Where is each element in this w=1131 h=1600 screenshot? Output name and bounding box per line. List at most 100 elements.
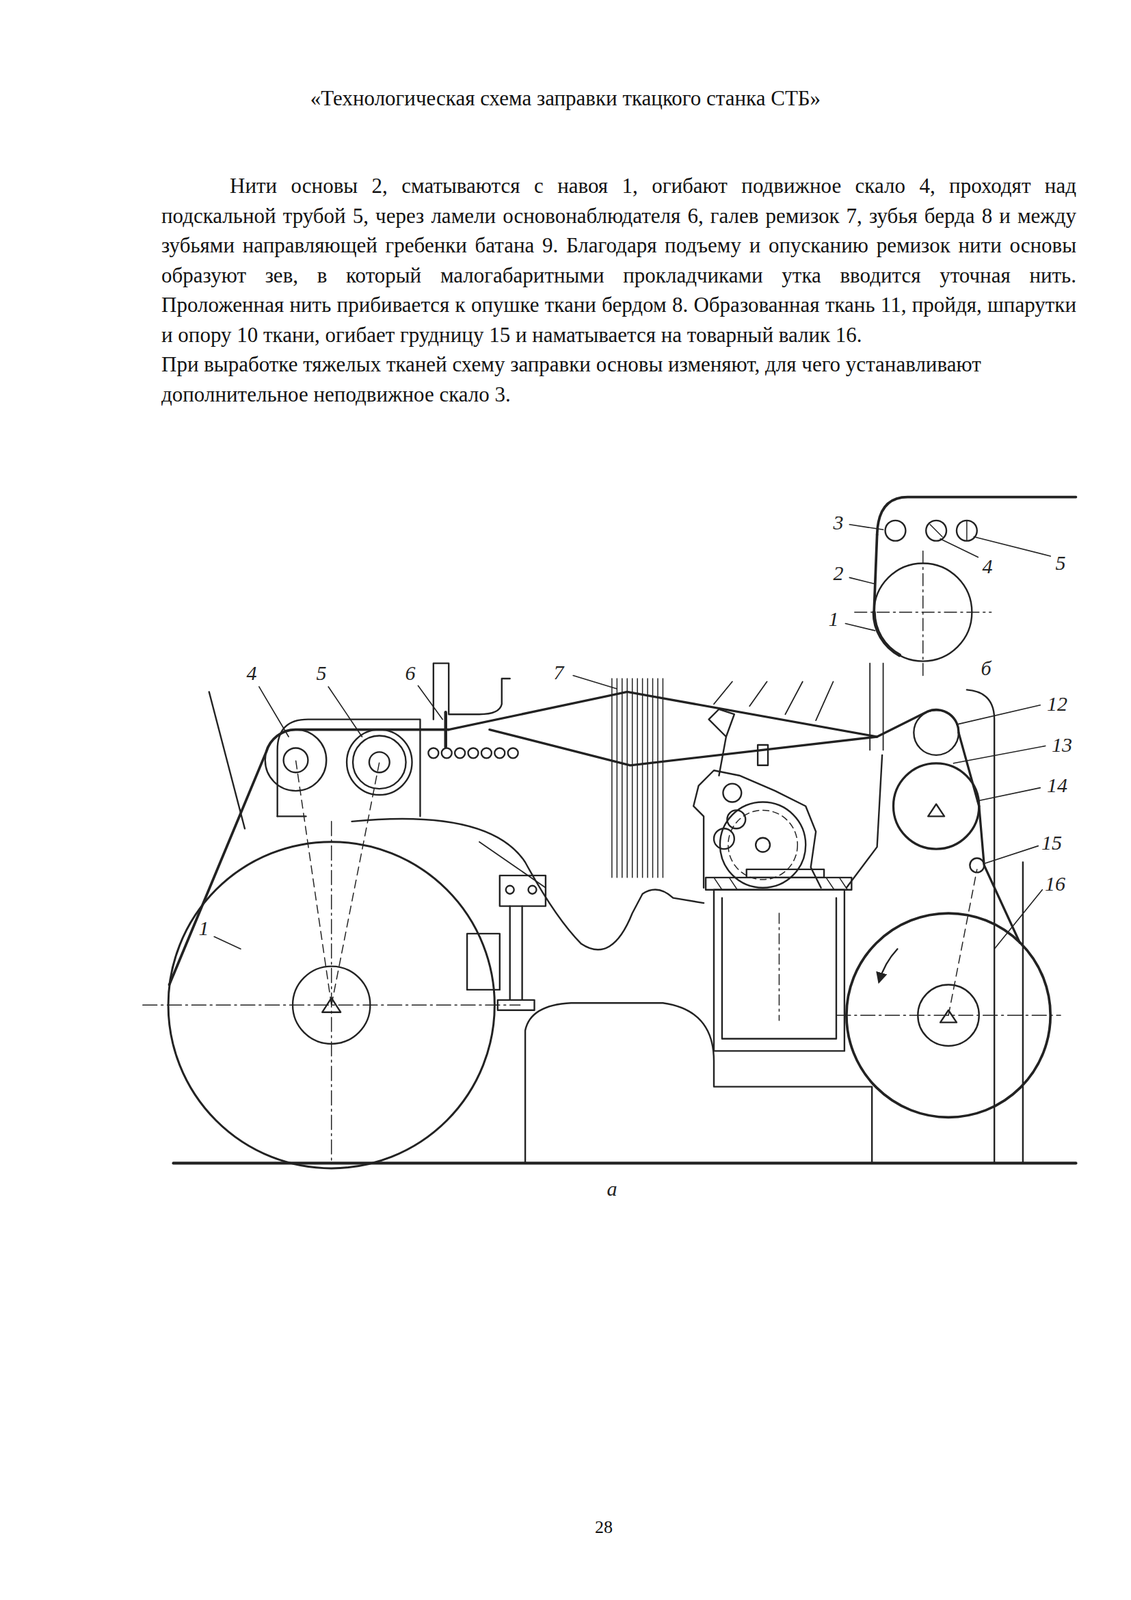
warp-beam-part: [331, 761, 380, 1005]
inset-drawing-part: [925, 520, 947, 541]
frame-parts-part: [510, 906, 523, 1000]
drop-wires-part: [494, 747, 505, 758]
take-up-rollers-part: [879, 948, 898, 982]
leader-line-part: [849, 524, 883, 530]
callout-number: 12: [1046, 692, 1068, 715]
frame-parts-part: [497, 999, 535, 1010]
leader-line-part: [956, 704, 1041, 725]
leader-line-part: [417, 685, 443, 719]
batan-mechanism: [693, 681, 833, 887]
drop-wires-part: [508, 747, 519, 758]
leader-line-part: [985, 845, 1039, 863]
machine-frame-part: [352, 818, 705, 950]
frame-parts-part: [746, 869, 824, 878]
callout-number: 5: [1055, 551, 1067, 574]
warp-beam-part: [330, 821, 332, 1164]
heald-frames-part: [611, 678, 664, 878]
batan-mechanism-part: [713, 681, 733, 704]
callout-number: 13: [1051, 733, 1073, 756]
machine-frame-part: [173, 1161, 1077, 1164]
leader-line-part: [573, 675, 617, 689]
batan-mechanism-part: [718, 736, 726, 776]
leader-line-part: [940, 538, 978, 558]
take-up-rollers-part: [948, 869, 978, 1015]
inset-drawing-part: [873, 534, 877, 612]
callout-number: 14: [1046, 774, 1068, 796]
frame-parts-part: [722, 897, 837, 1039]
batan-mechanism-part: [722, 783, 742, 803]
frame-parts-part: [467, 933, 500, 990]
drop-wires-part: [468, 747, 479, 758]
leader-line-part: [845, 622, 875, 630]
inset-drawing-part: [929, 524, 943, 537]
batan-mechanism-part: [815, 681, 833, 721]
warp-beam-part: [169, 729, 450, 985]
inset-drawing-part: [873, 611, 900, 656]
machine-frame-part: [846, 754, 883, 888]
inset-drawing-part: [922, 551, 924, 676]
callout-number: 1: [828, 607, 840, 630]
drop-wires-part: [454, 747, 465, 758]
batan-mechanism-part: [755, 837, 770, 853]
frame-parts-part: [713, 877, 848, 890]
take-up-rollers-part: [979, 805, 1021, 943]
page-title: «Технологическая схема заправки ткацкого…: [0, 84, 1131, 113]
batan-mechanism-part: [784, 681, 803, 714]
batan-mechanism-part: [726, 809, 746, 829]
machine-frame-part: [277, 719, 421, 817]
warp-beam-part: [209, 691, 245, 829]
leader-line-part: [994, 889, 1043, 950]
callout-number: 1: [198, 916, 210, 939]
batan-mechanism-part: [749, 681, 767, 706]
frame-parts-part: [705, 877, 852, 890]
drop-wires-part: [444, 711, 448, 747]
view-letter: а: [607, 1177, 618, 1200]
take-up-rollers: [836, 709, 1061, 1117]
leader-line-part: [259, 686, 289, 737]
take-up-rollers-part: [913, 709, 959, 755]
batan-mechanism-part: [713, 828, 735, 849]
batan-mechanism-part: [709, 709, 735, 737]
warp-beam-part: [296, 759, 332, 1005]
machine-frame-part: [1022, 861, 1024, 1163]
frame-parts-part: [479, 841, 546, 888]
inset-drawing-part: [966, 520, 967, 541]
machine-frame-part: [525, 1002, 872, 1163]
warp-beam-part: [352, 735, 407, 790]
warp-beam-part: [283, 747, 309, 773]
machine-frame-part: [966, 689, 995, 1163]
callout-number: 2: [833, 562, 844, 584]
callout-number: 5: [316, 661, 327, 684]
leader-line-part: [977, 787, 1041, 801]
warp-beam: [142, 691, 521, 1168]
callout-number: 4: [982, 555, 993, 578]
machine-frame: [173, 663, 1077, 1164]
take-up-rollers-part: [927, 803, 945, 816]
heald-frames-part: [448, 691, 959, 737]
body-paragraph: Нити основы 2, сматываются с навоя 1, ог…: [161, 170, 1077, 350]
leader-line-part: [214, 936, 241, 949]
take-up-rollers-part: [836, 1014, 1061, 1015]
frame-parts-part: [778, 912, 780, 1021]
inset-drawing: [854, 497, 1077, 676]
take-up-rollers-part: [893, 763, 979, 849]
take-up-rollers-part: [958, 732, 980, 806]
leader-line-part: [328, 686, 362, 737]
machine-frame-part: [277, 815, 307, 817]
inset-drawing-part: [956, 520, 978, 541]
take-up-rollers-part: [940, 1009, 957, 1023]
leader-line-part: [953, 745, 1045, 763]
warp-beam-part: [369, 751, 390, 773]
drop-wires-part: [428, 747, 439, 758]
heald-frames-part: [489, 729, 878, 766]
callout-number: 7: [553, 661, 565, 684]
view-letter: б: [980, 657, 991, 680]
frame-parts-part: [713, 889, 845, 1051]
page-number: 28: [594, 1516, 613, 1538]
frame-parts-part: [499, 875, 546, 907]
callout-number: 3: [833, 511, 844, 534]
inset-drawing-part: [885, 520, 907, 541]
callout-number: 16: [1044, 872, 1066, 895]
frame-parts-part: [506, 885, 515, 894]
